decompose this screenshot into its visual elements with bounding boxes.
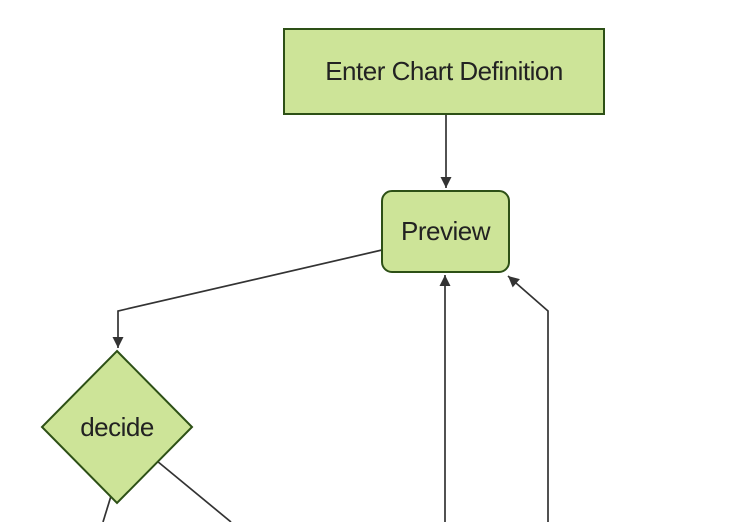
edge-preview-to-decide [112,249,383,348]
edge-decide-to-offscreen-left [102,495,112,522]
edge-decide-to-offscreen-right [156,460,232,522]
node-decide-shape [40,349,194,505]
edge-bottom-right-to-preview [507,275,549,522]
node-enter-chart-definition-shape [283,28,605,115]
node-preview-shape [381,190,510,273]
